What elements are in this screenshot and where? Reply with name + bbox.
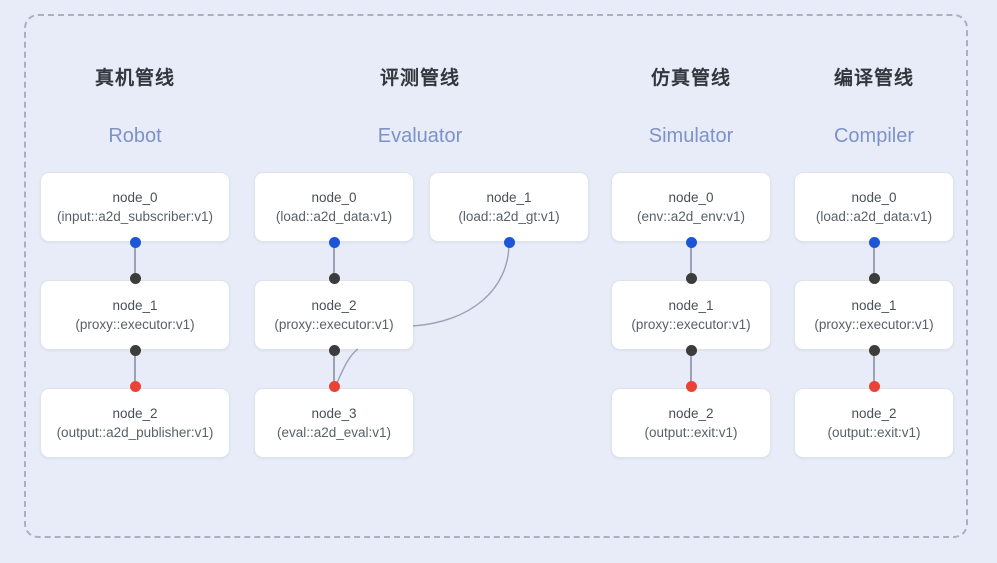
node-kind: (load::a2d_gt:v1) <box>458 209 560 224</box>
node-name: node_0 <box>311 189 357 205</box>
node-box-robot-1[interactable]: node_1 (proxy::executor:v1) <box>40 280 230 350</box>
node-kind: (input::a2d_subscriber:v1) <box>56 209 214 224</box>
node-box-robot-2[interactable]: node_2 (output::a2d_publisher:v1) <box>40 388 230 458</box>
edge-simulator-0-to-1 <box>690 242 692 280</box>
port-dot-input-black[interactable] <box>868 272 880 284</box>
edge-simulator-1-to-2 <box>690 350 692 388</box>
node-name: node_0 <box>668 189 714 205</box>
node-name: node_1 <box>851 297 897 313</box>
node-name: node_1 <box>486 189 532 205</box>
node-kind: (proxy::executor:v1) <box>75 317 195 332</box>
node-kind: (proxy::executor:v1) <box>631 317 751 332</box>
node-name: node_2 <box>668 405 714 421</box>
node-box-evaluator-0[interactable]: node_0 (load::a2d_data:v1) <box>254 172 414 242</box>
port-dot-input-red[interactable] <box>129 380 141 392</box>
node-kind: (output::exit:v1) <box>827 425 921 440</box>
port-dot-output-blue[interactable] <box>503 236 515 248</box>
dashed-boundary-frame <box>24 14 968 538</box>
column-title-cn-simulator: 仿真管线 <box>650 68 731 89</box>
edge-robot-1-to-2 <box>134 350 136 388</box>
port-dot-output-black[interactable] <box>328 344 340 356</box>
edge-evaluator-2-to-3 <box>333 350 335 388</box>
port-dot-input-black[interactable] <box>328 272 340 284</box>
node-kind: (output::exit:v1) <box>644 425 738 440</box>
port-dot-output-black[interactable] <box>685 344 697 356</box>
column-title-cn-evaluator: 评测管线 <box>379 68 460 89</box>
port-dot-output-blue[interactable] <box>868 236 880 248</box>
node-box-compiler-1[interactable]: node_1 (proxy::executor:v1) <box>794 280 954 350</box>
port-dot-output-blue[interactable] <box>685 236 697 248</box>
edge-evaluator-0-to-2 <box>333 242 335 280</box>
node-name: node_2 <box>311 297 357 313</box>
node-name: node_0 <box>112 189 158 205</box>
edge-robot-0-to-1 <box>134 242 136 280</box>
node-kind: (output::a2d_publisher:v1) <box>56 425 214 440</box>
node-box-simulator-0[interactable]: node_0 (env::a2d_env:v1) <box>611 172 771 242</box>
edge-compiler-0-to-1 <box>873 242 875 280</box>
port-dot-output-blue[interactable] <box>328 236 340 248</box>
node-name: node_2 <box>851 405 897 421</box>
node-box-evaluator-1[interactable]: node_1 (load::a2d_gt:v1) <box>429 172 589 242</box>
node-kind: (eval::a2d_eval:v1) <box>276 425 392 440</box>
node-kind: (env::a2d_env:v1) <box>636 209 746 224</box>
edge-compiler-1-to-2 <box>873 350 875 388</box>
port-dot-input-red[interactable] <box>328 380 340 392</box>
node-kind: (load::a2d_data:v1) <box>275 209 393 224</box>
column-title-en-robot: Robot <box>108 125 162 147</box>
port-dot-output-blue[interactable] <box>129 236 141 248</box>
node-box-evaluator-3[interactable]: node_3 (eval::a2d_eval:v1) <box>254 388 414 458</box>
port-dot-input-black[interactable] <box>129 272 141 284</box>
port-dot-output-black[interactable] <box>868 344 880 356</box>
node-name: node_3 <box>311 405 357 421</box>
node-kind: (proxy::executor:v1) <box>274 317 394 332</box>
node-kind: (proxy::executor:v1) <box>814 317 934 332</box>
port-dot-output-black[interactable] <box>129 344 141 356</box>
column-title-en-compiler: Compiler <box>833 125 915 147</box>
port-dot-input-black[interactable] <box>685 272 697 284</box>
node-name: node_0 <box>851 189 897 205</box>
column-title-en-simulator: Simulator <box>648 125 734 147</box>
column-title-cn-compiler: 编译管线 <box>833 68 914 89</box>
node-kind: (load::a2d_data:v1) <box>815 209 933 224</box>
node-box-robot-0[interactable]: node_0 (input::a2d_subscriber:v1) <box>40 172 230 242</box>
column-title-cn-robot: 真机管线 <box>94 68 175 89</box>
node-name: node_2 <box>112 405 158 421</box>
column-title-en-evaluator: Evaluator <box>377 125 463 147</box>
node-box-compiler-0[interactable]: node_0 (load::a2d_data:v1) <box>794 172 954 242</box>
node-box-evaluator-2[interactable]: node_2 (proxy::executor:v1) <box>254 280 414 350</box>
port-dot-input-red[interactable] <box>868 380 880 392</box>
node-box-simulator-1[interactable]: node_1 (proxy::executor:v1) <box>611 280 771 350</box>
node-name: node_1 <box>668 297 714 313</box>
node-name: node_1 <box>112 297 158 313</box>
port-dot-input-red[interactable] <box>685 380 697 392</box>
node-box-compiler-2[interactable]: node_2 (output::exit:v1) <box>794 388 954 458</box>
node-box-simulator-2[interactable]: node_2 (output::exit:v1) <box>611 388 771 458</box>
